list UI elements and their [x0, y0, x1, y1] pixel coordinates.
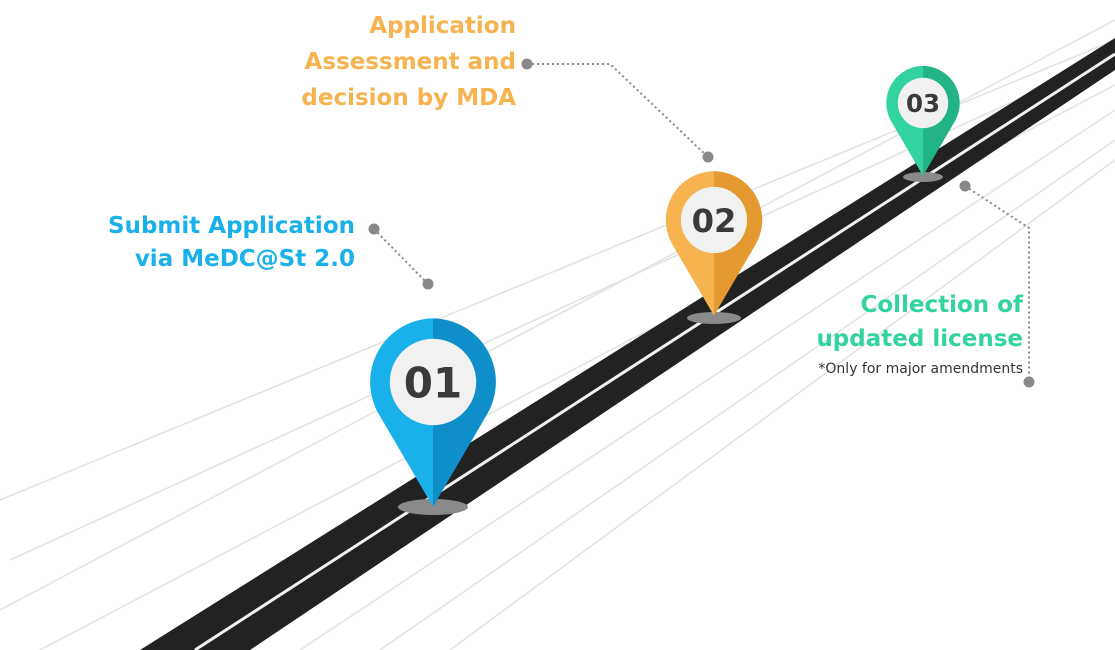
step-3-title-line: updated license [816, 326, 1023, 352]
step-2-title-line: Application [369, 13, 516, 39]
connector-dot [422, 278, 434, 290]
pin-3-shadow [903, 172, 943, 182]
step-2-title-line: Assessment and [304, 49, 516, 75]
pin-2-face [680, 186, 748, 254]
perspective-lines [0, 19, 1115, 650]
connector-step-1 [368, 223, 434, 290]
pin-1-marker: 01 [370, 318, 496, 507]
connector-line [964, 185, 1030, 382]
pin-2-marker: 02 [665, 171, 763, 316]
connector-step-3 [959, 180, 1035, 388]
connector-dot [702, 151, 714, 163]
road-surface [140, 38, 1115, 650]
step-1-title-line: Submit Application [108, 213, 355, 239]
step-number-2: 02 [692, 202, 737, 240]
step-3-title-line: Collection of [860, 292, 1023, 318]
connector-line [373, 228, 429, 285]
connector-line [527, 63, 709, 158]
road-center-line [194, 52, 1115, 650]
connector-dot [1023, 376, 1035, 388]
pin-3-marker: 03 [886, 65, 960, 176]
step-1-title: Submit Application via MeDC@St 2.0 [108, 210, 355, 276]
road [140, 38, 1115, 650]
pin-3-face [897, 77, 949, 129]
pin-1-face [389, 338, 477, 426]
step-number-3: 03 [906, 89, 940, 118]
pin-2-shadow [687, 312, 741, 324]
step-2-title-line: decision by MDA [301, 85, 516, 111]
connector-step-2 [521, 58, 714, 163]
pin-1-shadow [398, 499, 468, 515]
step-number-1: 01 [404, 359, 462, 408]
step-1-title-line: via MeDC@St 2.0 [134, 246, 355, 272]
step-3-title: Collection of updated license [816, 288, 1023, 356]
step-3-note: *Only for major amendments [818, 361, 1023, 377]
step-2-title: Application Assessment and decision by M… [301, 8, 516, 116]
